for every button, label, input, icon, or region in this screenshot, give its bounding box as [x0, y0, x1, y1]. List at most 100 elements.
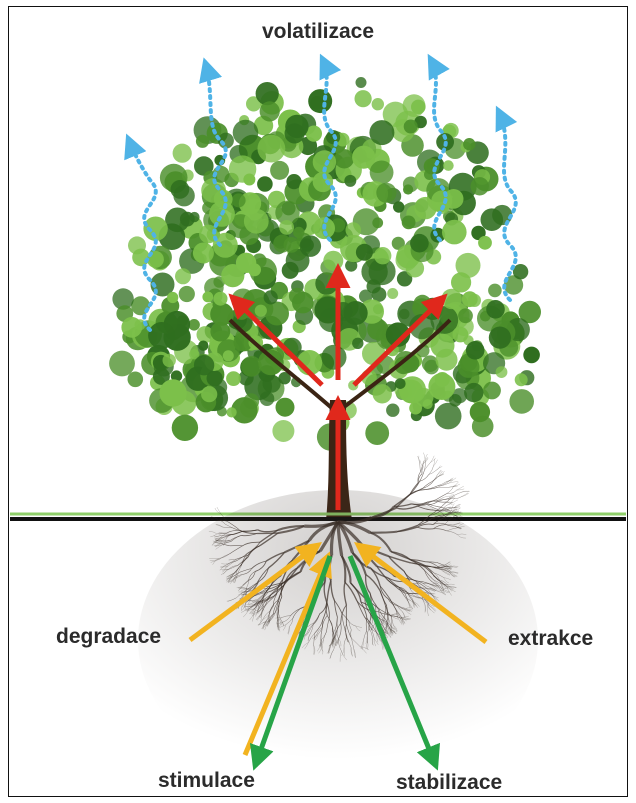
foliage-leaf-cluster [264, 290, 278, 304]
root-branch [447, 487, 454, 494]
root-branch [446, 478, 453, 482]
foliage-leaf-cluster [496, 366, 508, 378]
foliage-leaf-cluster [466, 341, 485, 360]
extraction-label: extrakce [508, 627, 593, 651]
foliage-leaf-cluster [486, 300, 505, 319]
foliage-leaf-cluster [410, 234, 429, 253]
foliage-leaf-cluster [198, 341, 208, 351]
foliage-leaf-cluster [483, 382, 501, 400]
root-branch [453, 484, 460, 487]
foliage-leaf-cluster [232, 193, 246, 207]
foliage-leaf-cluster [365, 421, 389, 445]
root-branch [461, 493, 468, 497]
foliage-leaf-cluster [463, 138, 475, 150]
foliage-leaf-cluster [172, 415, 198, 441]
foliage-leaf-cluster [323, 251, 343, 271]
foliage-leaf-cluster [372, 217, 383, 228]
foliage-leaf-cluster [255, 305, 267, 317]
foliage-leaf-cluster [335, 149, 354, 168]
foliage-leaf-cluster [489, 327, 511, 349]
foliage-leaf-cluster [243, 174, 255, 186]
root-branch [429, 470, 436, 474]
foliage-leaf-cluster [344, 301, 368, 325]
root-branch [433, 460, 437, 467]
foliage-leaf-cluster [442, 220, 467, 245]
foliage-leaf-cluster [470, 402, 490, 422]
tree-canopy [109, 77, 541, 451]
foliage-leaf-cluster [415, 388, 434, 407]
foliage-leaf-cluster [327, 273, 343, 289]
foliage-leaf-cluster [258, 135, 286, 163]
foliage-leaf-cluster [285, 115, 308, 138]
foliage-leaf-cluster [226, 371, 241, 386]
foliage-leaf-cluster [292, 292, 314, 314]
foliage-leaf-cluster [109, 351, 135, 377]
foliage-leaf-cluster [218, 133, 234, 149]
foliage-leaf-cluster [376, 183, 396, 203]
foliage-leaf-cluster [193, 243, 214, 264]
foliage-leaf-cluster [282, 262, 299, 279]
foliage-leaf-cluster [344, 175, 356, 187]
foliage-leaf-cluster [270, 161, 289, 180]
root-branch [425, 487, 438, 489]
degradation-label: degradace [56, 625, 161, 649]
foliage-leaf-cluster [435, 403, 462, 430]
foliage-leaf-cluster [515, 373, 528, 386]
foliage-leaf-cluster [276, 398, 295, 417]
foliage-leaf-cluster [201, 386, 217, 402]
foliage-leaf-cluster [128, 372, 144, 388]
root-branch [423, 483, 432, 488]
foliage-leaf-cluster [233, 120, 259, 146]
tree-icon [109, 77, 541, 520]
foliage-leaf-cluster [173, 185, 194, 206]
foliage-leaf-cluster [265, 302, 289, 326]
root-branch [425, 454, 427, 461]
foliage-leaf-cluster [462, 291, 478, 307]
foliage-leaf-cluster [223, 350, 234, 361]
foliage-leaf-cluster [163, 354, 176, 367]
root-branch [423, 453, 425, 461]
foliage-leaf-cluster [352, 146, 375, 169]
foliage-leaf-cluster [352, 338, 363, 349]
foliage-leaf-cluster [257, 176, 273, 192]
foliage-leaf-cluster [167, 292, 178, 303]
root-branch [429, 466, 434, 474]
root-branch [431, 458, 436, 462]
foliage-leaf-cluster [478, 236, 492, 250]
root-branch [443, 496, 450, 497]
foliage-leaf-cluster [513, 264, 528, 279]
foliage-leaf-cluster [260, 101, 280, 121]
foliage-leaf-cluster [159, 379, 186, 406]
foliage-leaf-cluster [372, 98, 384, 110]
stimulation-label: stimulace [158, 769, 255, 793]
foliage-leaf-cluster [121, 317, 142, 338]
root-branch [370, 532, 397, 533]
foliage-leaf-cluster [263, 375, 281, 393]
foliage-leaf-cluster [393, 201, 404, 212]
foliage-leaf-cluster [300, 235, 322, 257]
foliage-leaf-cluster [180, 212, 195, 227]
root-branch [420, 475, 429, 482]
foliage-leaf-cluster [148, 322, 175, 349]
root-branch [431, 456, 435, 463]
foliage-leaf-cluster [243, 393, 259, 409]
foliage-leaf-cluster [356, 77, 367, 88]
foliage-leaf-cluster [430, 306, 458, 334]
foliage-leaf-cluster [509, 389, 534, 414]
foliage-leaf-cluster [488, 284, 502, 298]
foliage-leaf-cluster [227, 407, 237, 417]
foliage-leaf-cluster [173, 144, 192, 163]
root-branch [423, 482, 432, 489]
foliage-leaf-cluster [196, 135, 209, 148]
root-branch [454, 505, 461, 508]
foliage-leaf-cluster [373, 384, 392, 403]
foliage-leaf-cluster [279, 220, 294, 235]
foliage-leaf-cluster [214, 292, 228, 306]
foliage-leaf-cluster [387, 288, 398, 299]
foliage-leaf-cluster [194, 355, 214, 375]
foliage-leaf-cluster [523, 347, 540, 364]
root-branch [420, 460, 422, 466]
foliage-leaf-cluster [386, 404, 399, 417]
